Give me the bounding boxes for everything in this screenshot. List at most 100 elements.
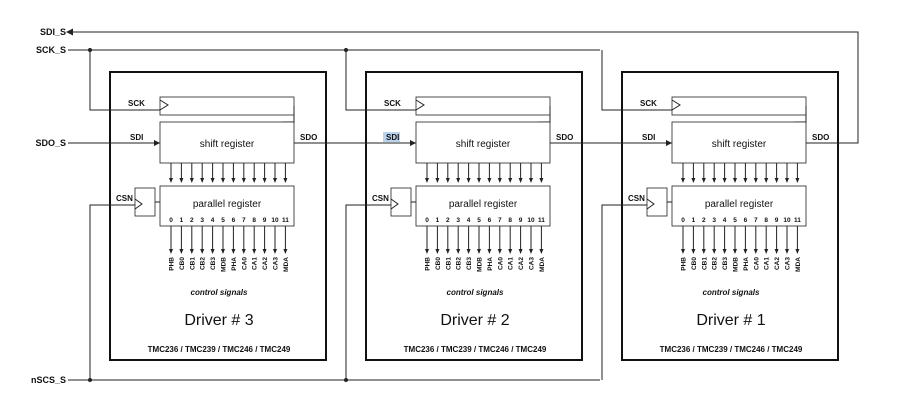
driver-name: Driver # 2 [440,312,509,329]
bit-number: 2 [446,217,450,224]
bit-number: 9 [775,217,779,224]
nscs-s-label: nSCS_S [31,375,66,385]
output-label-ca2: CA2 [774,257,781,270]
output-label-cb0: CB0 [691,257,698,270]
output-label-ca0: CA0 [753,257,760,270]
shift-register [159,121,295,164]
bit-number: 8 [764,217,768,224]
bit-number: 0 [681,217,685,224]
parallel-register-label: parallel register [193,199,262,210]
output-label-pha: PHA [231,257,238,271]
shift-register [671,121,807,164]
bit-number: 9 [263,217,267,224]
output-label-ca3: CA3 [273,257,280,270]
chip-list: TMC236 / TMC239 / TMC246 / TMC249 [148,345,291,354]
driver-name: Driver # 1 [696,312,765,329]
csn-latch-box [646,187,668,217]
clock-input-box [671,96,807,116]
bit-number: 3 [712,217,716,224]
output-label-ca3: CA3 [529,257,536,270]
control-signals-label: control signals [447,288,504,297]
output-label-ca2: CA2 [262,257,269,270]
bit-number: 5 [477,217,481,224]
output-label-cb2: CB2 [200,257,207,270]
pin-csn: CSN [372,194,389,203]
output-label-ca3: CA3 [785,257,792,270]
sck-s-label: SCK_S [36,45,66,55]
sdo-s-label: SDO_S [35,138,66,148]
bit-number: 8 [508,217,512,224]
bit-number: 0 [425,217,429,224]
bit-number: 10 [271,217,279,224]
pin-sdo: SDO [300,133,317,142]
output-label-phb: PHB [681,257,688,271]
clock-input-box [415,96,551,116]
bit-number: 11 [282,217,289,224]
bit-number: 4 [467,217,471,224]
parallel-register [671,185,807,227]
output-label-cb2: CB2 [712,257,719,270]
parallel-register [159,185,295,227]
pin-sck: SCK [128,99,145,108]
bit-number: 2 [190,217,194,224]
bit-number: 10 [527,217,535,224]
output-label-pha: PHA [743,257,750,271]
bit-number: 3 [200,217,204,224]
bit-number: 11 [538,217,545,224]
bit-number: 7 [242,217,246,224]
output-label-pha: PHA [487,257,494,271]
bit-number: 5 [221,217,225,224]
output-label-mdb: MDB [733,257,740,272]
parallel-register-label: parallel register [705,199,774,210]
pin-csn: CSN [628,194,645,203]
output-label-phb: PHB [169,257,176,271]
output-label-cb1: CB1 [445,257,452,270]
bit-number: 11 [794,217,801,224]
csn-latch-box [390,187,412,217]
output-label-cb1: CB1 [701,257,708,270]
chip-list: TMC236 / TMC239 / TMC246 / TMC249 [660,345,803,354]
clock-input-box [159,96,295,116]
output-label-cb0: CB0 [435,257,442,270]
output-label-mda: MDA [283,257,290,272]
output-label-ca1: CA1 [252,257,259,270]
bit-number: 0 [169,217,173,224]
output-label-ca2: CA2 [518,257,525,270]
output-label-cb2: CB2 [456,257,463,270]
sdi-highlight [383,132,400,142]
bit-number: 7 [754,217,758,224]
output-label-phb: PHB [425,257,432,271]
output-label-ca0: CA0 [497,257,504,270]
output-label-cb0: CB0 [179,257,186,270]
bit-number: 4 [211,217,215,224]
output-label-mda: MDA [795,257,802,272]
parallel-register-label: parallel register [449,199,518,210]
bit-number: 1 [436,217,440,224]
bit-number: 9 [519,217,523,224]
output-label-cb3: CB3 [466,257,473,270]
bit-number: 3 [456,217,460,224]
pin-sdo: SDO [812,133,829,142]
pin-sck: SCK [640,99,657,108]
pin-sdo: SDO [556,133,573,142]
output-label-mdb: MDB [477,257,484,272]
csn-latch-box [134,187,156,217]
output-label-ca1: CA1 [508,257,515,270]
output-label-ca1: CA1 [764,257,771,270]
output-label-mdb: MDB [221,257,228,272]
sdi-s-label: SDI_S [40,27,66,37]
driver-block-2: shift register SCK SDI SDO CSN parallel regis… [326,50,672,380]
pin-sck: SCK [384,99,401,108]
bit-number: 10 [783,217,791,224]
pin-sdi: SDI [642,133,655,142]
bit-number: 7 [498,217,502,224]
shift-register-label: shift register [456,139,511,150]
bit-number: 6 [744,217,748,224]
bit-number: 1 [692,217,696,224]
shift-register [415,121,551,164]
shift-register-label: shift register [200,139,255,150]
bit-number: 5 [733,217,737,224]
